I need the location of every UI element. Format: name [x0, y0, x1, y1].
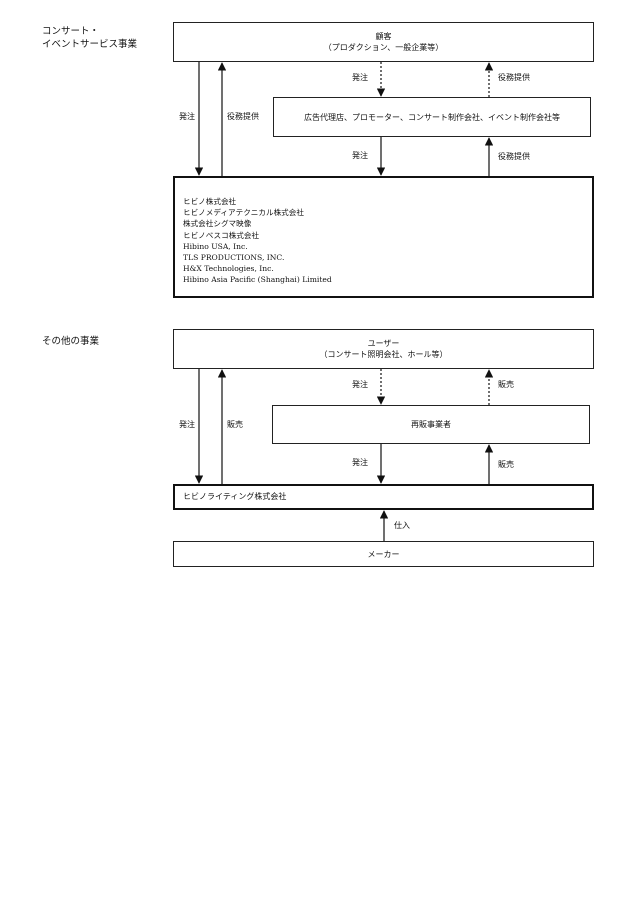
company-item: ヒビノ株式会社 — [183, 197, 237, 206]
label-service-top: 役務提供 — [498, 73, 530, 82]
label-sale-top-2: 販売 — [498, 380, 514, 389]
label-service-bottom: 役務提供 — [498, 152, 530, 161]
section-label-concert-event: コンサート・ イベントサービス事業 — [42, 25, 137, 51]
label-order-left-2: 発注 — [179, 420, 195, 429]
label-order-bottom-2: 発注 — [352, 458, 368, 467]
label-purchase: 仕入 — [394, 521, 410, 530]
company-item: TLS PRODUCTIONS, INC. — [183, 253, 285, 263]
agency-box: 広告代理店、プロモーター、コンサート制作会社、イベント制作会社等 — [273, 97, 591, 137]
label-order-top: 発注 — [352, 73, 368, 82]
section-label-other: その他の事業 — [42, 336, 100, 347]
user-box: ユーザー （コンサート照明会社、ホール等） — [173, 329, 594, 369]
company-item: Hibino USA, Inc. — [183, 241, 248, 251]
agency-text: 広告代理店、プロモーター、コンサート制作会社、イベント制作会社等 — [304, 112, 560, 122]
company-item: ヒビノベスコ株式会社 — [183, 230, 260, 240]
customer-subtitle: （プロダクション、一般企業等） — [323, 43, 444, 52]
company-item: 株式会社シグマ映像 — [183, 219, 252, 229]
user-subtitle: （コンサート照明会社、ホール等） — [319, 350, 448, 359]
label-order-top-2: 発注 — [352, 380, 368, 389]
label-sale-left-2: 販売 — [227, 420, 243, 429]
label-service-left: 役務提供 — [227, 112, 259, 121]
section-label-line-1: コンサート・ — [42, 26, 100, 37]
section-label-line-2: イベントサービス事業 — [42, 39, 138, 50]
maker-text: メーカー — [367, 549, 400, 559]
hibino-lighting-box: ヒビノライティング株式会社 — [173, 484, 594, 510]
company-item: ヒビノメディアテクニカル株式会社 — [183, 208, 304, 218]
customer-box: 顧客 （プロダクション、一般企業等） — [173, 22, 594, 62]
label-order-bottom: 発注 — [352, 151, 368, 160]
reseller-text: 再販事業者 — [411, 420, 451, 429]
maker-box: メーカー — [173, 541, 594, 567]
customer-title: 顧客 — [375, 32, 392, 41]
label-order-left: 発注 — [179, 112, 195, 121]
reseller-box: 再販事業者 — [272, 405, 590, 444]
user-title: ユーザー — [367, 339, 400, 348]
hibino-lighting-text: ヒビノライティング株式会社 — [183, 492, 287, 501]
hibino-group-box: ヒビノ株式会社 ヒビノメディアテクニカル株式会社 株式会社シグマ映像 ヒビノベス… — [173, 176, 594, 298]
label-sale-bottom-2: 販売 — [498, 460, 514, 469]
company-item: Hibino Asia Pacific (Shanghai) Limited — [183, 275, 332, 285]
company-item: H&X Technologies, Inc. — [183, 264, 274, 274]
